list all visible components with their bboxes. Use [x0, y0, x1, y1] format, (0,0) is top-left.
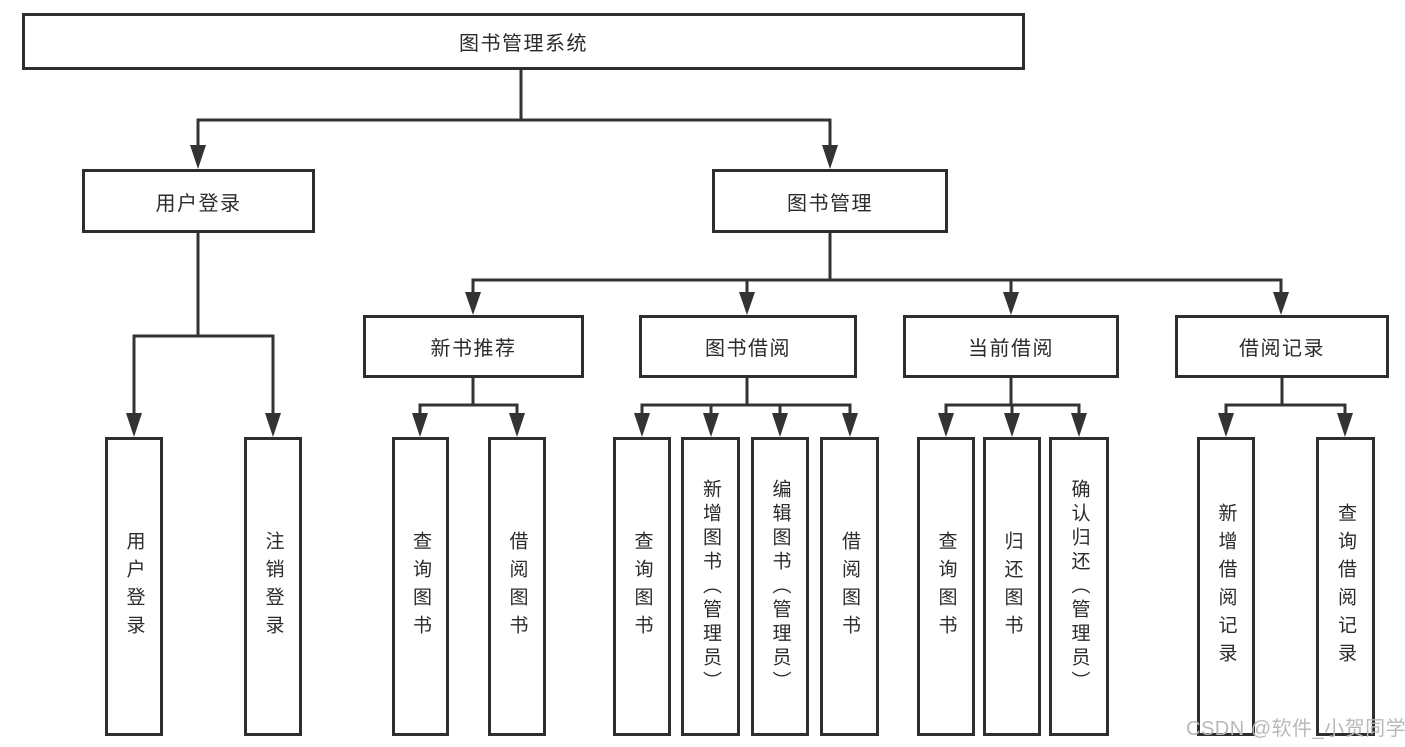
node-current-borrow: 当前借阅	[903, 315, 1119, 378]
leaf-query-books-1: 查询图书	[392, 437, 449, 736]
csdn-watermark: CSDN @软件_小贺同学	[1186, 718, 1405, 740]
arrow-down-icon	[412, 413, 428, 437]
node-label: 借阅图书	[506, 530, 528, 643]
connector-root-to-level2	[190, 69, 838, 169]
node-root-library-system: 图书管理系统	[22, 13, 1025, 70]
leaf-query-borrow-record: 查询借阅记录	[1316, 437, 1375, 736]
node-label: 图书借阅	[705, 338, 791, 360]
leaf-return-book: 归还图书	[983, 437, 1041, 736]
leaf-query-books-3: 查询图书	[917, 437, 975, 736]
arrow-down-icon	[509, 413, 525, 437]
arrow-down-icon	[465, 292, 481, 315]
node-label: 编辑图书（管理员）	[769, 478, 791, 695]
arrow-down-icon	[1273, 292, 1289, 315]
leaf-confirm-return-admin: 确认归还（管理员）	[1049, 437, 1109, 736]
connector-user-login-children	[126, 233, 281, 437]
node-book-management: 图书管理	[712, 169, 948, 233]
arrow-down-icon	[1218, 413, 1234, 437]
node-label: 当前借阅	[968, 338, 1054, 360]
arrow-down-icon	[822, 145, 838, 169]
arrow-down-icon	[634, 413, 650, 437]
node-label: 新增图书（管理员）	[700, 478, 721, 695]
leaf-borrow-books-2: 借阅图书	[820, 437, 879, 736]
node-new-book-recommend: 新书推荐	[363, 315, 584, 378]
leaf-logout: 注销登录	[244, 437, 302, 736]
leaf-add-book-admin: 新增图书（管理员）	[681, 437, 740, 736]
arrow-down-icon	[1337, 413, 1353, 437]
arrow-down-icon	[739, 292, 755, 315]
connector-book-borrow-children	[634, 378, 858, 437]
leaf-user-login: 用户登录	[105, 437, 163, 736]
node-label: 查询图书	[631, 530, 653, 643]
node-user-login: 用户登录	[82, 169, 315, 233]
node-label: 借阅记录	[1239, 338, 1325, 360]
connector-current-borrow-children	[938, 378, 1087, 437]
leaf-borrow-books-1: 借阅图书	[488, 437, 546, 736]
arrow-down-icon	[1004, 413, 1020, 437]
node-borrow-records: 借阅记录	[1175, 315, 1389, 378]
node-label: 注销登录	[262, 530, 284, 643]
connector-book-management-to-groups	[465, 233, 1289, 315]
arrow-down-icon	[703, 413, 719, 437]
node-label: 归还图书	[1001, 530, 1023, 643]
leaf-add-borrow-record: 新增借阅记录	[1197, 437, 1255, 736]
arrow-down-icon	[772, 413, 788, 437]
node-label: 图书管理	[787, 192, 873, 215]
connector-borrow-records-children	[1218, 378, 1353, 437]
arrow-down-icon	[1003, 292, 1019, 315]
node-label: 借阅图书	[839, 530, 860, 643]
arrow-down-icon	[842, 413, 858, 437]
node-label: 新增借阅记录	[1215, 502, 1237, 671]
node-book-borrow: 图书借阅	[639, 315, 857, 378]
arrow-down-icon	[938, 413, 954, 437]
leaf-edit-book-admin: 编辑图书（管理员）	[751, 437, 809, 736]
node-label: 图书管理系统	[459, 33, 588, 55]
connector-new-book-children	[412, 378, 525, 437]
node-label: 确认归还（管理员）	[1068, 478, 1090, 695]
node-label: 用户登录	[155, 192, 242, 215]
node-label: 用户登录	[123, 530, 145, 643]
arrow-down-icon	[190, 145, 206, 169]
node-label: 查询借阅记录	[1335, 502, 1356, 671]
node-label: 查询图书	[935, 530, 957, 643]
arrow-down-icon	[1071, 413, 1087, 437]
node-label: 查询图书	[410, 530, 431, 643]
arrow-down-icon	[126, 413, 142, 437]
arrow-down-icon	[265, 413, 281, 437]
leaf-query-books-2: 查询图书	[613, 437, 671, 736]
node-label: 新书推荐	[430, 338, 517, 360]
